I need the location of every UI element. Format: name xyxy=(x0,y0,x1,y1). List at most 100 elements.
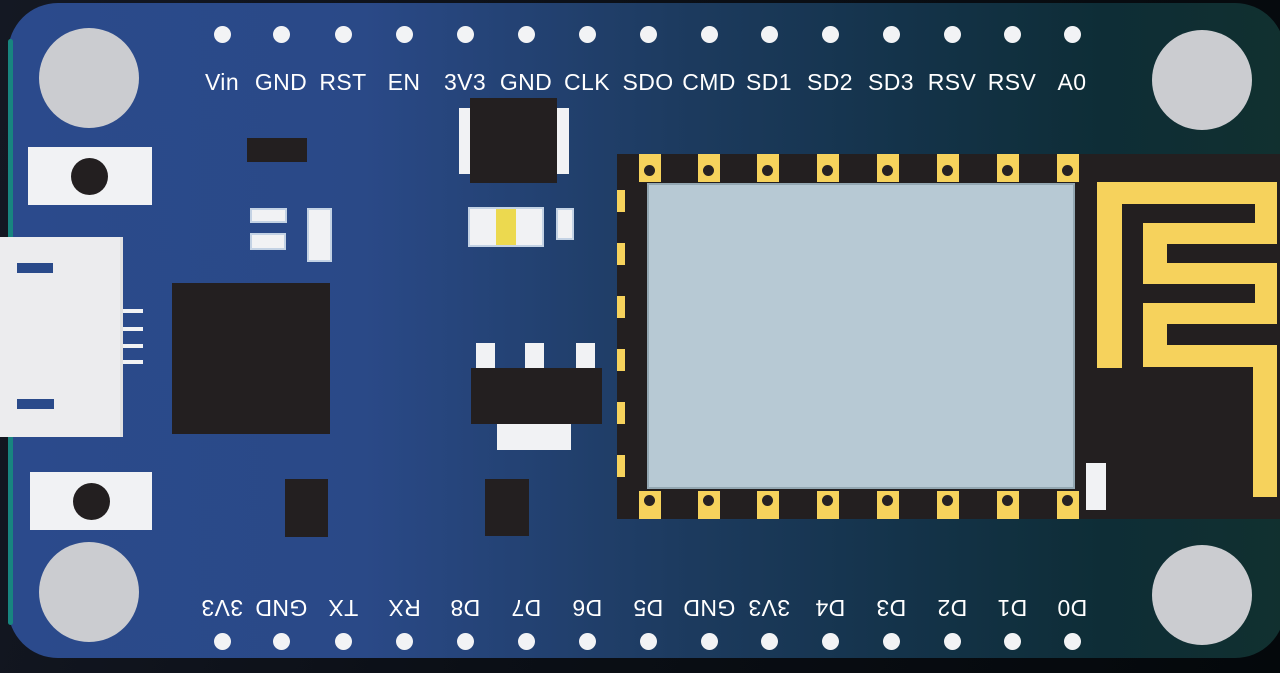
castellation-pad xyxy=(997,154,1019,182)
smd-resistor xyxy=(250,208,287,223)
castellation-pad xyxy=(937,491,959,519)
castellation-pad xyxy=(617,190,625,212)
pin-hole xyxy=(213,26,231,43)
pin-label: RST xyxy=(319,69,367,95)
antenna-trace-segment xyxy=(1253,345,1277,497)
pad-hole xyxy=(644,165,655,176)
castellation-pad xyxy=(817,491,839,519)
pcb-antenna xyxy=(617,154,1280,519)
castellation-pad xyxy=(1057,491,1079,519)
antenna-trace-segment xyxy=(1097,182,1277,204)
pin-hole xyxy=(821,633,839,650)
castellation-pad xyxy=(617,349,625,371)
diode-stripe xyxy=(496,209,516,245)
pin-hole xyxy=(213,633,231,650)
castellation-pad xyxy=(817,154,839,182)
pad-hole xyxy=(1002,495,1013,506)
antenna-trace-segment xyxy=(1143,263,1277,284)
pin-top-rst-2: RST xyxy=(313,26,373,95)
pin-hole xyxy=(882,26,900,43)
pin-hole xyxy=(272,26,290,43)
pin-hole xyxy=(700,26,718,43)
pin-label: D3 xyxy=(875,595,907,621)
pin-hole xyxy=(639,633,657,650)
pin-hole xyxy=(272,633,290,650)
pad-hole xyxy=(762,165,773,176)
smd-diode xyxy=(468,207,544,247)
pin-hole xyxy=(639,26,657,43)
pin-label: SDO xyxy=(622,69,674,95)
regulator-tab xyxy=(497,424,571,450)
pin-bottom-d2-12: D2 xyxy=(922,595,982,650)
smd-capacitor xyxy=(556,208,574,240)
pin-label: D8 xyxy=(449,595,481,621)
regulator-leg xyxy=(525,343,544,370)
pin-hole xyxy=(456,26,474,43)
regulator-leg xyxy=(576,343,595,370)
pin-bottom-d1-13: D1 xyxy=(982,595,1042,650)
pin-hole xyxy=(334,633,352,650)
smd-capacitor xyxy=(307,208,332,262)
pin-bottom-d4-10: D4 xyxy=(800,595,860,650)
smd-capacitor-black xyxy=(485,479,529,536)
pin-bottom-d5-7: D5 xyxy=(618,595,678,650)
castellation-pad xyxy=(757,491,779,519)
pin-label: D7 xyxy=(510,595,542,621)
pin-label: TX xyxy=(327,595,359,621)
pin-label: D4 xyxy=(814,595,846,621)
pin-label: GND xyxy=(682,595,736,621)
castellation-pad xyxy=(698,491,720,519)
pin-bottom-3v3-9: 3V3 xyxy=(739,595,799,650)
usb-uart-chip xyxy=(172,283,330,434)
pin-top-vin-0: Vin xyxy=(192,26,252,95)
pin-hole xyxy=(1003,26,1021,43)
mounting-hole-bottom-left xyxy=(39,542,139,642)
pin-label: D2 xyxy=(936,595,968,621)
pad-hole xyxy=(762,495,773,506)
pin-bottom-d8-4: D8 xyxy=(435,595,495,650)
castellation-pad xyxy=(937,154,959,182)
module-marking xyxy=(1086,463,1106,510)
antenna-trace-segment xyxy=(1143,303,1277,324)
pin-top-3v3-4: 3V3 xyxy=(435,26,495,95)
pin-label: D0 xyxy=(1056,595,1088,621)
pin-bottom-d3-11: D3 xyxy=(861,595,921,650)
pin-label: 3V3 xyxy=(200,595,244,621)
crystal-pad xyxy=(459,108,471,174)
castellation-pad xyxy=(617,402,625,424)
pin-hole xyxy=(578,26,596,43)
mounting-hole-top-left xyxy=(39,28,139,128)
pin-top-en-3: EN xyxy=(374,26,434,95)
pin-label: GND xyxy=(254,595,308,621)
pin-top-gnd-1: GND xyxy=(251,26,311,95)
pin-hole xyxy=(334,26,352,43)
pin-top-sd3-11: SD3 xyxy=(861,26,921,95)
smd-component xyxy=(247,138,307,162)
mounting-hole-top-right xyxy=(1152,30,1252,130)
pin-label: 3V3 xyxy=(747,595,791,621)
usb-pin xyxy=(123,344,143,348)
pin-top-gnd-5: GND xyxy=(496,26,556,95)
smd-capacitor-black xyxy=(285,479,328,537)
reset-button-cap[interactable] xyxy=(71,158,108,195)
usb-pin xyxy=(123,309,143,313)
pad-hole xyxy=(644,495,655,506)
pin-hole xyxy=(943,26,961,43)
pin-hole xyxy=(517,26,535,43)
pin-hole xyxy=(578,633,596,650)
pin-hole xyxy=(700,633,718,650)
pin-top-cmd-8: CMD xyxy=(679,26,739,95)
pad-hole xyxy=(703,165,714,176)
reset-button[interactable] xyxy=(28,147,152,205)
pin-top-sd2-10: SD2 xyxy=(800,26,860,95)
pin-label: CMD xyxy=(682,69,736,95)
pin-top-sd1-9: SD1 xyxy=(739,26,799,95)
usb-connector-slot xyxy=(17,399,54,409)
usb-pin xyxy=(123,360,143,364)
flash-button[interactable] xyxy=(30,472,152,530)
pin-label: SD2 xyxy=(807,69,853,95)
flash-button-cap[interactable] xyxy=(73,483,110,520)
pin-label: D6 xyxy=(571,595,603,621)
castellation-pad xyxy=(617,296,625,318)
pin-hole xyxy=(760,633,778,650)
